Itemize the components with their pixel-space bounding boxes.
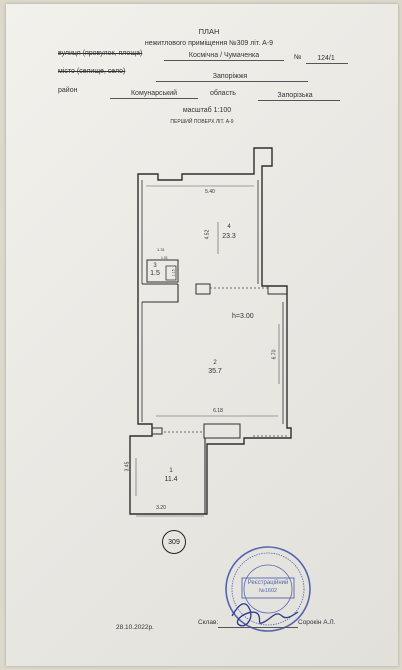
street-underline (164, 60, 284, 61)
region-label: область (210, 90, 236, 97)
region-underline (258, 100, 340, 101)
room-4-number: 4 (227, 224, 231, 230)
street-label: вулиця (провулок, площа) (58, 50, 143, 57)
dimension-closet-inner: 1.31 (161, 256, 168, 260)
room-3-number: 3 (153, 263, 157, 269)
drafted-by-label: Склав: (198, 619, 219, 626)
district-value: Комунарський (130, 90, 178, 97)
region-value: Запорізька (277, 92, 313, 99)
city-value: Запоріжжя (212, 73, 248, 80)
room-3-area: 1.5 (150, 270, 160, 277)
dimension-mid-width: 6.18 (213, 408, 223, 414)
stamp-center-text-2: №1602 (258, 588, 278, 594)
number-underline (306, 63, 348, 64)
number-value: 124/1 (317, 55, 335, 62)
signature-line (218, 627, 298, 628)
street-value: Космічна / Чумаченка (188, 52, 260, 59)
official-stamp-seal (225, 546, 311, 632)
number-label: № (294, 54, 302, 61)
stamp-center-text-1: Реєстраційний (247, 580, 289, 586)
room-1-area: 11.4 (164, 476, 178, 483)
premises-number-badge: 309 (162, 530, 186, 554)
floor-title: ПЕРШИЙ ПОВЕРХ ЛІТ. А-9 (170, 119, 234, 125)
room-1-number: 1 (169, 468, 173, 474)
room-4-area: 23.3 (222, 233, 236, 240)
district-underline (110, 98, 198, 99)
room-2-number: 2 (213, 360, 217, 366)
floor-plan-drawing (129, 147, 292, 517)
ceiling-height-note: h=3.00 (232, 313, 254, 320)
document-sheet: ПЛАН нежитлового приміщення №309 літ. А-… (6, 4, 398, 666)
city-label: місто (селище, село) (58, 68, 126, 75)
room-2-area: 35.7 (208, 368, 222, 375)
scale-text: масштаб 1:100 (182, 107, 232, 114)
dimension-bottom-width: 3.20 (156, 505, 166, 511)
document-subtitle: нежитлового приміщення №309 літ. А-9 (144, 40, 274, 47)
dimension-top-width: 5.40 (205, 189, 215, 195)
drafter-name: Сорокін А.Л. (298, 619, 336, 626)
city-underline (156, 81, 308, 82)
dimension-closet-width: 1.31 (157, 247, 165, 252)
document-title: ПЛАН (198, 27, 220, 36)
document-date: 28.10.2022р. (116, 624, 154, 631)
district-label: район (58, 87, 78, 94)
